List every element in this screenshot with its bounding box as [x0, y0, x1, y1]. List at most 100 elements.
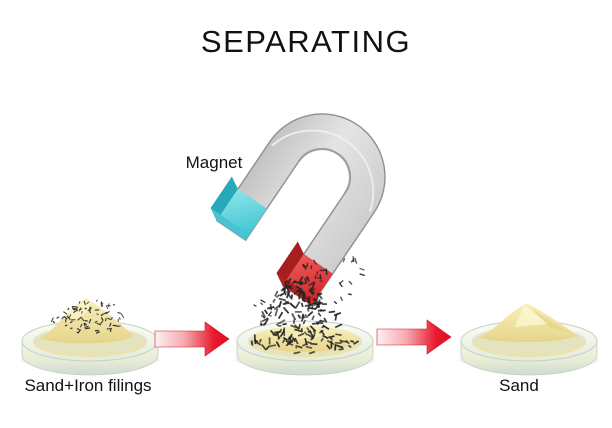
iron-filing-particle: [268, 337, 271, 345]
iron-filing-particle: [340, 340, 348, 343]
iron-filing-particle: [316, 271, 319, 275]
iron-filing-particle: [287, 333, 293, 341]
iron-filing-particle: [333, 300, 338, 305]
iron-filing-particle: [272, 333, 278, 337]
iron-filing-particle: [64, 324, 68, 327]
iron-filing-particle: [273, 304, 281, 311]
iron-filing-particle: [316, 302, 321, 308]
iron-filing-particle: [306, 307, 310, 312]
iron-filing-particle: [314, 275, 317, 279]
iron-filing-particle: [70, 319, 76, 321]
iron-filing-particle: [85, 327, 91, 330]
iron-filing-particle: [71, 305, 77, 308]
iron-filing-particle: [275, 341, 281, 348]
iron-filing-particle: [306, 262, 309, 268]
iron-filing-particle: [312, 259, 317, 265]
iron-filing-particle: [310, 265, 313, 270]
iron-filing-particle: [319, 269, 327, 272]
iron-filing-particle: [298, 323, 301, 329]
iron-filing-particle: [268, 314, 272, 317]
iron-filing-particle: [307, 310, 314, 317]
iron-filing-particle: [298, 276, 304, 283]
iron-filing-particle: [311, 333, 316, 340]
iron-filing-particle: [71, 307, 75, 311]
iron-filing-particle: [338, 348, 344, 351]
iron-filing-particle: [94, 320, 98, 324]
iron-filing-particle: [84, 319, 88, 322]
iron-filing-particle: [339, 296, 344, 301]
iron-filing-particle: [334, 341, 342, 345]
iron-filing-particle: [330, 340, 333, 349]
iron-filing-particle: [265, 345, 270, 350]
horseshoe-magnet: [210, 113, 386, 307]
iron-filing-particle: [279, 292, 285, 297]
iron-filing-particle: [79, 308, 82, 311]
iron-filing-particle: [321, 325, 326, 329]
sand-mound-clean: [478, 303, 578, 343]
iron-filing-particle: [275, 321, 281, 326]
iron-filing-particle: [298, 281, 303, 286]
iron-filing-particle: [287, 284, 293, 289]
iron-filing-particle: [84, 307, 88, 310]
iron-filing-particle: [300, 328, 303, 333]
iron-filing-particle: [282, 302, 289, 305]
iron-filing-particle: [312, 329, 316, 335]
iron-filing-particle: [272, 298, 276, 303]
petri-dish-sand: [458, 303, 600, 376]
iron-filing-particle: [106, 304, 111, 307]
iron-filing-particle: [293, 351, 301, 355]
iron-filing-particle: [258, 338, 263, 343]
iron-filing-particle: [294, 301, 301, 310]
iron-filing-particle: [67, 307, 70, 311]
iron-filing-particle: [274, 290, 279, 297]
iron-filing-particle: [320, 329, 325, 336]
iron-filing-particle: [84, 326, 87, 330]
iron-filing-particle: [350, 340, 355, 343]
iron-filings: [50, 256, 365, 355]
iron-filing-particle: [323, 317, 328, 323]
iron-filing-particle: [77, 316, 82, 321]
iron-filing-particle: [328, 310, 336, 314]
iron-filing-particle: [290, 324, 299, 329]
iron-filing-particle: [56, 316, 60, 319]
iron-filing-particle: [285, 280, 291, 285]
iron-filing-particle: [302, 319, 307, 325]
iron-filing-particle: [322, 334, 329, 340]
iron-filing-particle: [285, 290, 291, 299]
iron-filing-particle: [274, 308, 279, 317]
iron-filing-particle: [110, 328, 112, 332]
iron-filing-particle: [312, 301, 317, 305]
iron-filing-particle: [348, 280, 353, 285]
iron-filing-particle: [267, 311, 273, 317]
iron-filing-particle: [319, 280, 323, 282]
iron-filing-particle: [110, 316, 113, 321]
iron-filing-particle: [350, 259, 354, 263]
iron-filing-particle: [352, 256, 355, 263]
iron-filing-particle: [306, 341, 312, 344]
iron-filing-particle: [260, 314, 266, 319]
iron-filing-particle: [288, 278, 292, 283]
iron-filing-particle: [81, 311, 83, 314]
iron-filing-particle: [68, 314, 72, 319]
iron-filing-particle: [99, 320, 104, 325]
iron-filing-particle: [269, 344, 277, 348]
page-title: SEPARATING: [200, 24, 412, 59]
iron-filing-particle: [290, 294, 294, 300]
iron-filing-particle: [342, 258, 346, 263]
iron-filing-particle: [304, 313, 309, 319]
iron-filing-particle: [317, 292, 323, 300]
iron-filing-particle: [319, 274, 322, 280]
iron-filing-particle: [309, 325, 317, 333]
iron-filing-particle: [295, 285, 302, 291]
iron-filing-particle: [277, 311, 284, 319]
iron-filing-particle: [120, 313, 125, 319]
mixture-dish-label: Sand+Iron filings: [24, 376, 152, 395]
iron-filing-particle: [292, 319, 296, 324]
iron-filing-particle: [95, 331, 100, 334]
iron-filing-particle: [333, 311, 342, 317]
iron-filing-particle: [261, 317, 269, 323]
iron-filing-particle: [334, 323, 343, 329]
iron-filing-particle: [353, 340, 360, 345]
iron-filing-particle: [86, 301, 90, 305]
